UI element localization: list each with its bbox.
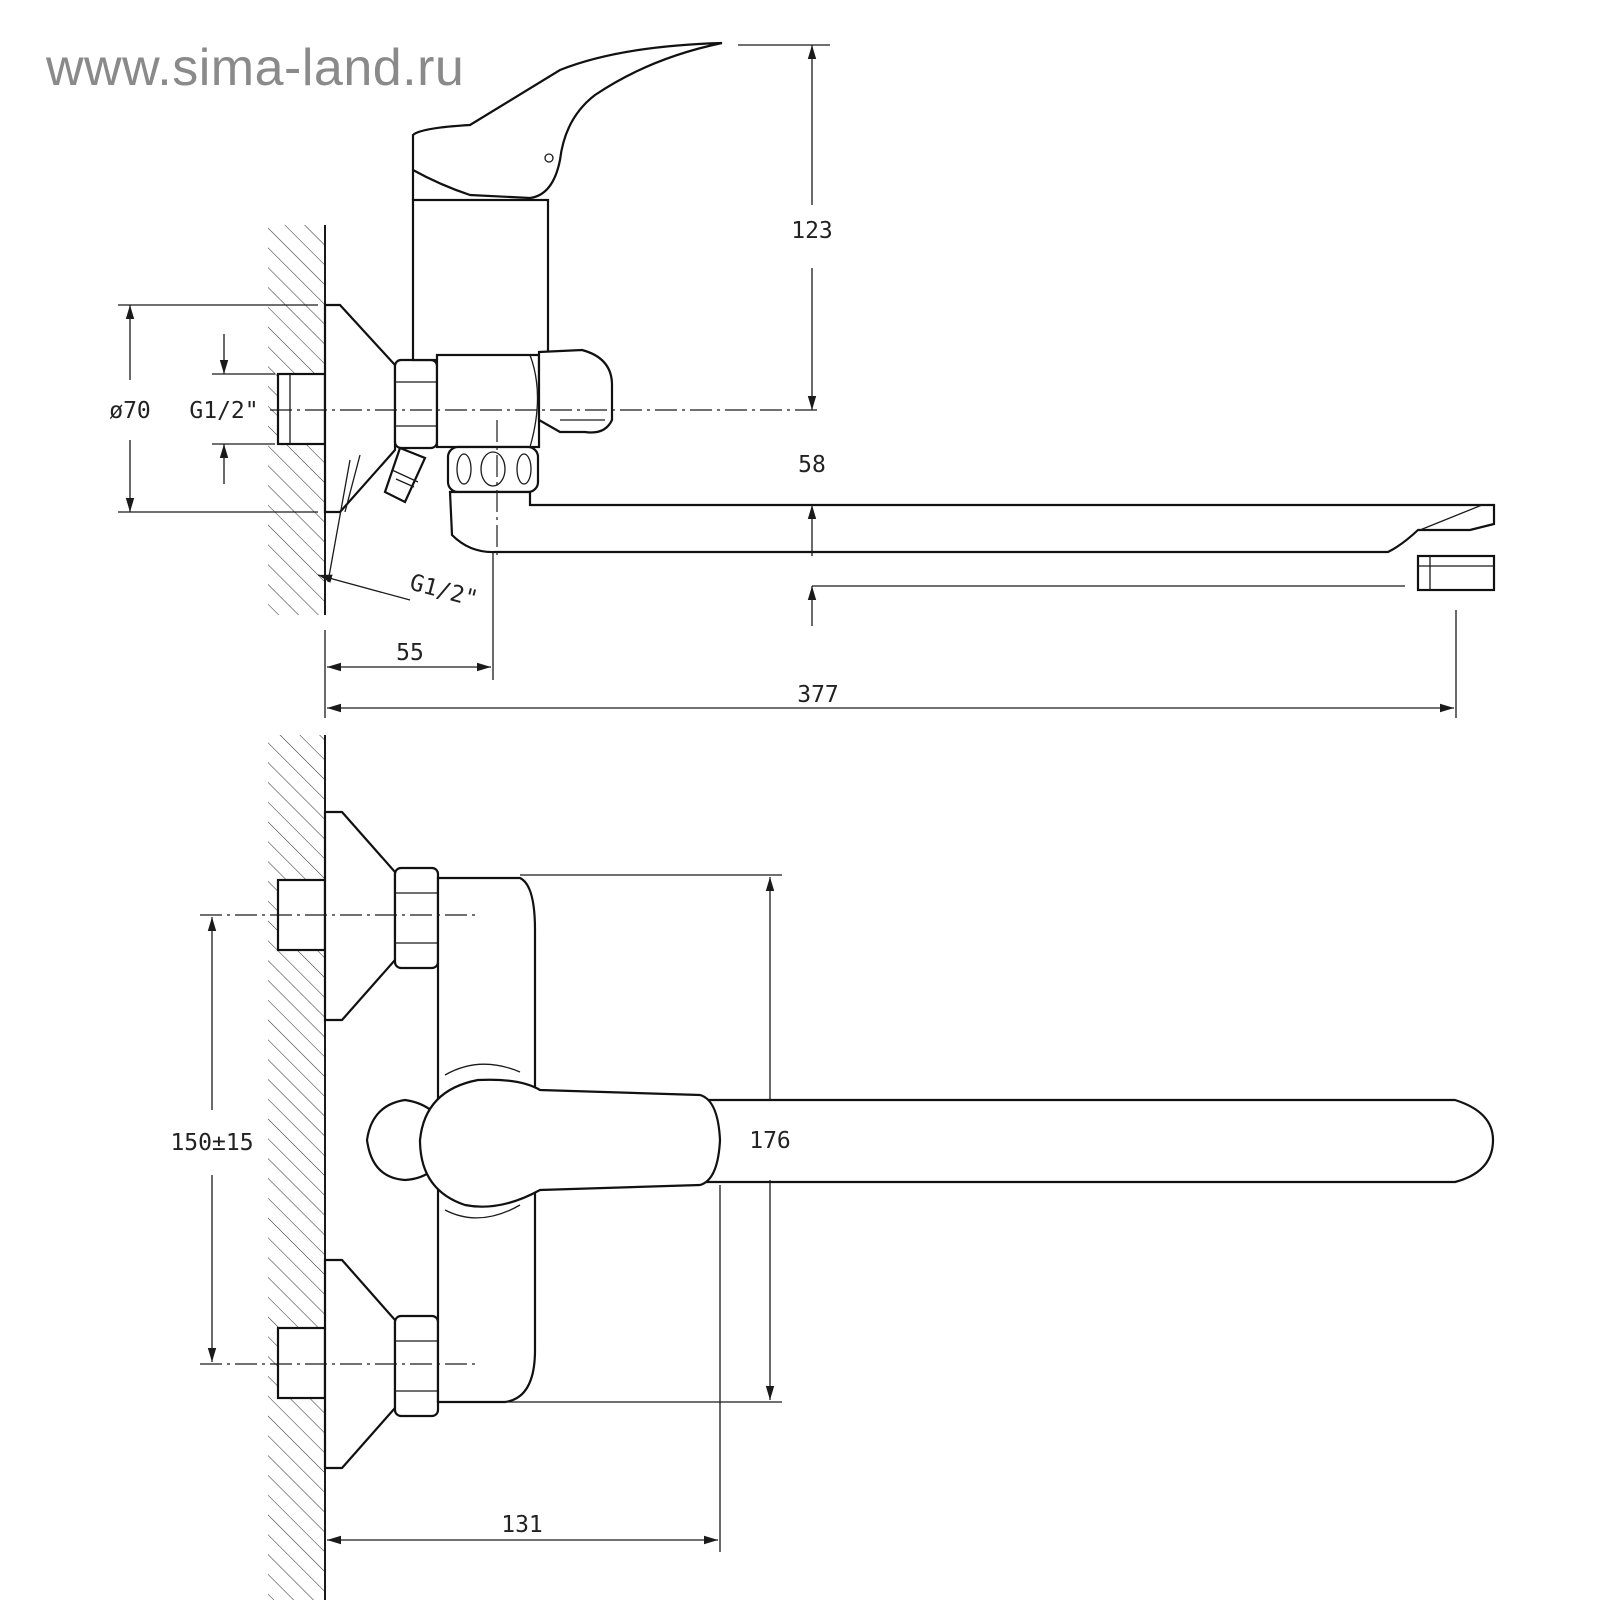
spout-side: [448, 490, 1496, 554]
spout-front: [698, 1098, 1495, 1184]
eccentric-nut-side: [393, 358, 439, 450]
dim-inlet-thread: G1/2": [189, 398, 258, 424]
wall-hatch-front: [268, 735, 325, 1600]
upper-flange: [323, 810, 397, 1022]
handle-side: [411, 41, 723, 200]
mixer-block-side: [435, 353, 541, 449]
lower-inlet-pipe: [276, 1326, 327, 1400]
dim-handle-height: 123: [791, 218, 833, 244]
aerator-side: [1416, 554, 1496, 592]
diverter-knob-side: [537, 348, 614, 434]
dim-spout-drop: 58: [798, 452, 826, 478]
inlet-pipe-side: [276, 372, 327, 446]
shower-outlet-side: [383, 446, 427, 504]
lever-front: [418, 1078, 722, 1208]
flange-cone-side: [323, 303, 397, 514]
dim-flange-diameter: ø70: [109, 398, 151, 424]
dim-handle-reach: 131: [501, 1512, 543, 1538]
dim-inlet-spacing: 150±15: [170, 1130, 253, 1156]
side-view: 123 58 ø70 G1/2" G1/2" 55 377: [109, 41, 1496, 718]
lower-nut: [393, 1314, 440, 1418]
upper-nut: [393, 866, 440, 970]
site-watermark: www.sima-land.ru: [46, 39, 465, 97]
dim-total-reach: 377: [797, 682, 839, 708]
dim-body-height: 176: [749, 1128, 791, 1154]
dim-shower-thread: G1/2": [407, 570, 481, 613]
dim-wall-to-body: 55: [396, 640, 424, 666]
body-cylinder-side: [411, 198, 550, 362]
front-view: 150±15 176 131: [170, 735, 1495, 1600]
